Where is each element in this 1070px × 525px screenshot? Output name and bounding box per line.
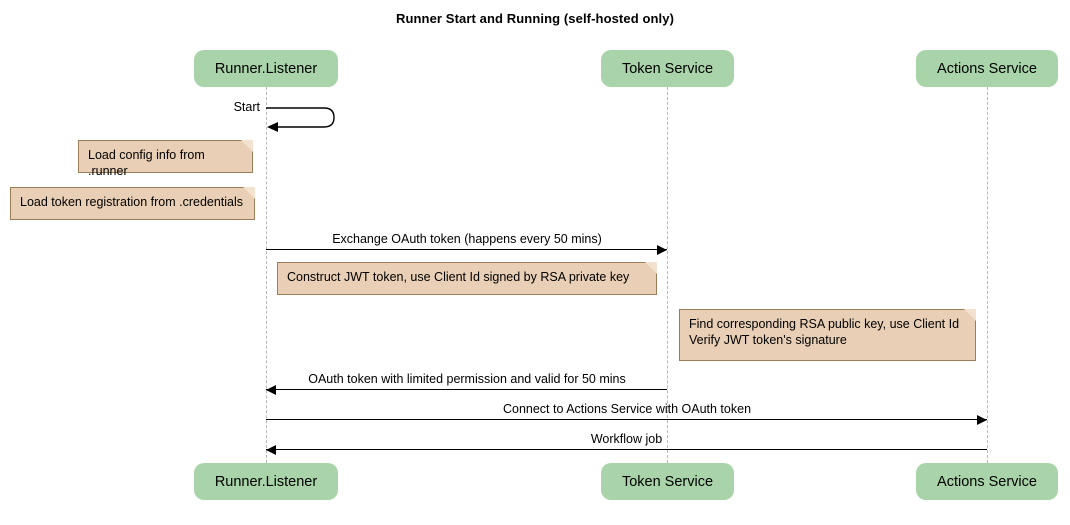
note-construct-jwt: Construct JWT token, use Client Id signe… [277,262,657,295]
message-label-2: OAuth token with limited permission and … [308,372,626,386]
participant-runner-bottom[interactable]: Runner.Listener [194,463,338,500]
message-label-start: Start [233,100,260,114]
note-fold-edge-icon [963,309,976,322]
note-fold-edge-icon [240,140,253,153]
note-verify-jwt: Find corresponding RSA public key, use C… [679,309,976,361]
note-text: Find corresponding RSA public key, use C… [689,317,960,347]
note-fold-edge-icon [644,262,657,275]
participant-runner-top[interactable]: Runner.Listener [194,50,338,87]
message-arrowhead-3 [977,414,987,425]
note-load-token-registration: Load token registration from .credential… [10,187,255,220]
note-fold-edge-icon [242,187,255,200]
participant-token-bottom[interactable]: Token Service [601,463,734,500]
note-text: Load token registration from .credential… [20,195,244,209]
participant-actions-bottom[interactable]: Actions Service [916,463,1058,500]
message-label-1: Exchange OAuth token (happens every 50 m… [332,232,602,246]
note-text: Load config info from .runner [88,148,205,178]
note-text: Construct JWT token, use Client Id signe… [287,270,630,284]
participant-actions-top[interactable]: Actions Service [916,50,1058,87]
message-label-3: Connect to Actions Service with OAuth to… [502,402,752,416]
lifeline-token [667,87,668,463]
message-self-0 [266,107,340,138]
message-line-3 [266,419,987,420]
message-arrowhead-2 [266,384,276,395]
message-arrowhead-4 [266,444,276,455]
message-line-1 [266,249,667,250]
message-line-2 [266,389,667,390]
participant-token-top[interactable]: Token Service [601,50,734,87]
lifeline-actions [987,87,988,463]
page-title: Runner Start and Running (self-hosted on… [395,11,675,26]
lifeline-runner [266,87,267,463]
message-label-4: Workflow job [590,432,663,446]
message-arrowhead-1 [657,244,667,255]
message-line-4 [266,449,987,450]
note-load-config: Load config info from .runner [78,140,253,178]
